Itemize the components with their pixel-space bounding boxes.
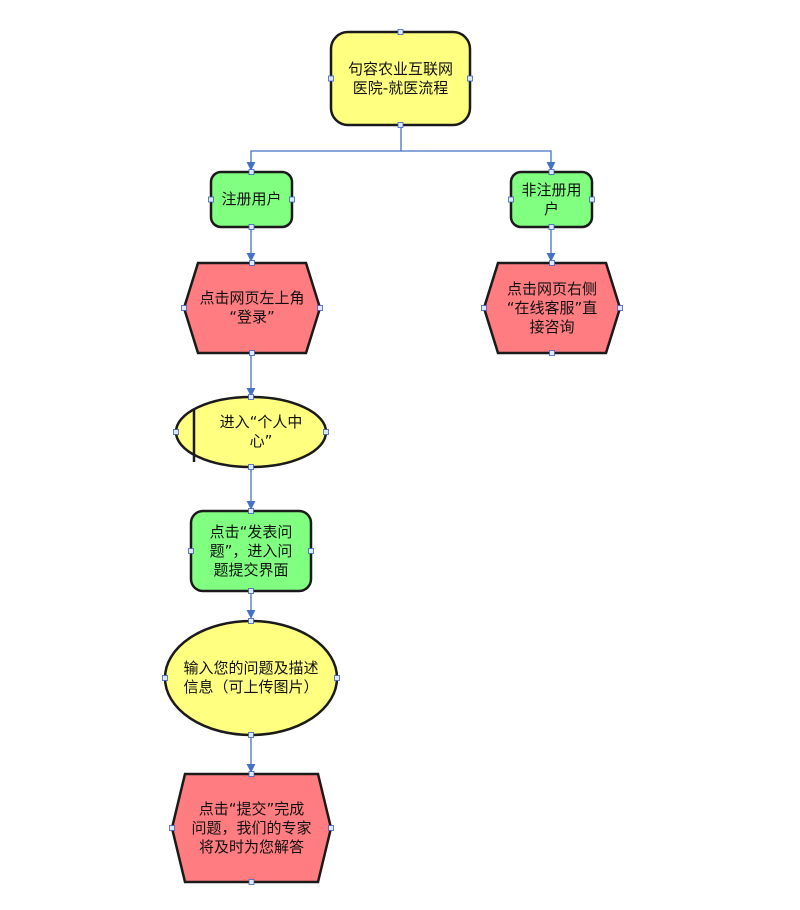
connection-handle[interactable] xyxy=(323,429,329,435)
connection-handle[interactable] xyxy=(508,196,514,203)
connection-handle[interactable] xyxy=(249,350,255,356)
connection-handle[interactable] xyxy=(248,618,254,624)
connection-handle[interactable] xyxy=(397,29,404,35)
connection-handle[interactable] xyxy=(317,305,323,311)
connector-title-split xyxy=(246,126,402,171)
connection-handle[interactable] xyxy=(328,825,334,831)
connection-handle[interactable] xyxy=(334,675,340,681)
connection-handle[interactable] xyxy=(181,305,187,311)
selection-handles xyxy=(162,29,623,885)
connection-handle[interactable] xyxy=(481,305,487,311)
connection-handle[interactable] xyxy=(248,224,255,230)
connection-handle[interactable] xyxy=(173,429,179,435)
connection-handle[interactable] xyxy=(549,260,555,266)
connection-handle[interactable] xyxy=(549,350,555,356)
connection-handle[interactable] xyxy=(169,825,175,831)
connection-handle[interactable] xyxy=(248,464,254,470)
connection-handle[interactable] xyxy=(397,122,404,128)
unregistered-user-label: 非注册用 户 xyxy=(521,180,582,218)
connection-handle[interactable] xyxy=(548,224,555,230)
connection-handle[interactable] xyxy=(589,196,595,203)
connection-handle[interactable] xyxy=(328,75,334,82)
post-question-label: 点击“发表问 题”，进入问 题提交界面 xyxy=(209,522,293,579)
connection-handle[interactable] xyxy=(248,771,255,777)
title-label: 句容农业互联网 医院-就医流程 xyxy=(347,59,453,97)
connector-title-unregistered xyxy=(401,150,556,171)
connection-handle[interactable] xyxy=(548,169,555,175)
connection-handle[interactable] xyxy=(208,196,214,203)
connectors xyxy=(246,126,556,773)
connection-handle[interactable] xyxy=(289,196,295,203)
connection-handle[interactable] xyxy=(249,260,255,266)
connection-handle[interactable] xyxy=(248,394,254,400)
connection-handle[interactable] xyxy=(248,732,254,738)
connection-handle[interactable] xyxy=(248,588,254,594)
input-question-label: 输入您的问题及描述 信息（可上传图片） xyxy=(183,659,319,696)
connection-handle[interactable] xyxy=(308,548,314,554)
connection-handle[interactable] xyxy=(248,508,254,514)
submit-label: 点击“提交”完成 问题，我们的专家 将及时为您解答 xyxy=(191,799,312,856)
personal-center-label: 进入“个人中 心” xyxy=(219,413,303,450)
connection-handle[interactable] xyxy=(248,169,255,175)
connection-handle[interactable] xyxy=(617,305,623,311)
online-service-label: 点击网页右侧 “在线客服”直 接咨询 xyxy=(506,279,598,336)
connection-handle[interactable] xyxy=(162,675,168,681)
connection-handle[interactable] xyxy=(188,548,194,554)
connection-handle[interactable] xyxy=(248,879,255,885)
login-label: 点击网页左上角 “登录” xyxy=(199,289,305,326)
connection-handle[interactable] xyxy=(467,75,473,82)
registered-user-label: 注册用户 xyxy=(221,190,282,208)
